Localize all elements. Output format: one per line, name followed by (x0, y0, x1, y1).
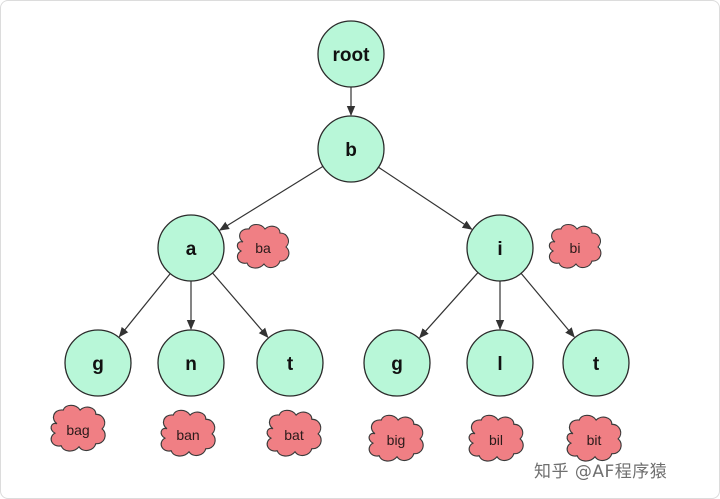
node-circle (317, 115, 385, 183)
node-label: root (333, 45, 371, 66)
node-it: t (562, 329, 630, 397)
node-label: t (593, 354, 600, 375)
node-at: t (256, 329, 324, 397)
word-cloud-ba: ba (236, 223, 290, 269)
word-cloud-bi: bi (548, 223, 602, 269)
node-circle (256, 329, 324, 397)
edge-a-at (212, 272, 269, 338)
word-cloud-bat: bat (266, 409, 322, 457)
word-label: bit (587, 432, 602, 448)
edge-b-a (219, 165, 324, 231)
node-circle (157, 214, 225, 282)
word-cloud-ban: ban (160, 409, 216, 457)
edge-b-i (378, 166, 473, 230)
node-circle (317, 20, 385, 88)
word-label: ban (176, 427, 199, 443)
word-label: bat (284, 427, 304, 443)
cloud-shape (548, 223, 602, 269)
node-label: g (391, 354, 403, 375)
node-root: root (317, 20, 385, 88)
node-label: n (185, 354, 197, 375)
cloud-shape (236, 223, 290, 269)
node-b: b (317, 115, 385, 183)
cloud-shape (368, 414, 424, 462)
node-circle (363, 329, 431, 397)
node-label: g (92, 354, 104, 375)
word-cloud-bil: bil (468, 414, 524, 462)
cloud-shape (566, 414, 622, 462)
word-cloud-big: big (368, 414, 424, 462)
node-circle (466, 214, 534, 282)
cloud-shape (160, 409, 216, 457)
edge-i-ig (419, 272, 479, 339)
node-label: a (186, 239, 197, 260)
node-label: t (287, 354, 294, 375)
node-il: l (466, 329, 534, 397)
node-an: n (157, 329, 225, 397)
node-ag: g (64, 329, 132, 397)
word-label: bi (570, 240, 581, 256)
node-label: i (497, 239, 502, 260)
word-cloud-bit: bit (566, 414, 622, 462)
node-circle (562, 329, 630, 397)
cloud-shape (266, 409, 322, 457)
edge-i-it (520, 272, 575, 338)
node-a: a (157, 214, 225, 282)
word-label: ba (255, 240, 271, 256)
word-label: bag (66, 422, 89, 438)
edge-a-ag (118, 273, 171, 338)
watermark: 知乎 @AF程序猿 (534, 462, 668, 482)
cloud-shape (50, 404, 106, 452)
word-label: big (387, 432, 406, 448)
node-label: b (345, 140, 357, 161)
node-label: l (497, 354, 502, 375)
word-cloud-bag: bag (50, 404, 106, 452)
node-i: i (466, 214, 534, 282)
node-circle (466, 329, 534, 397)
node-circle (157, 329, 225, 397)
cloud-shape (468, 414, 524, 462)
node-ig: g (363, 329, 431, 397)
node-circle (64, 329, 132, 397)
word-label: bil (489, 432, 503, 448)
